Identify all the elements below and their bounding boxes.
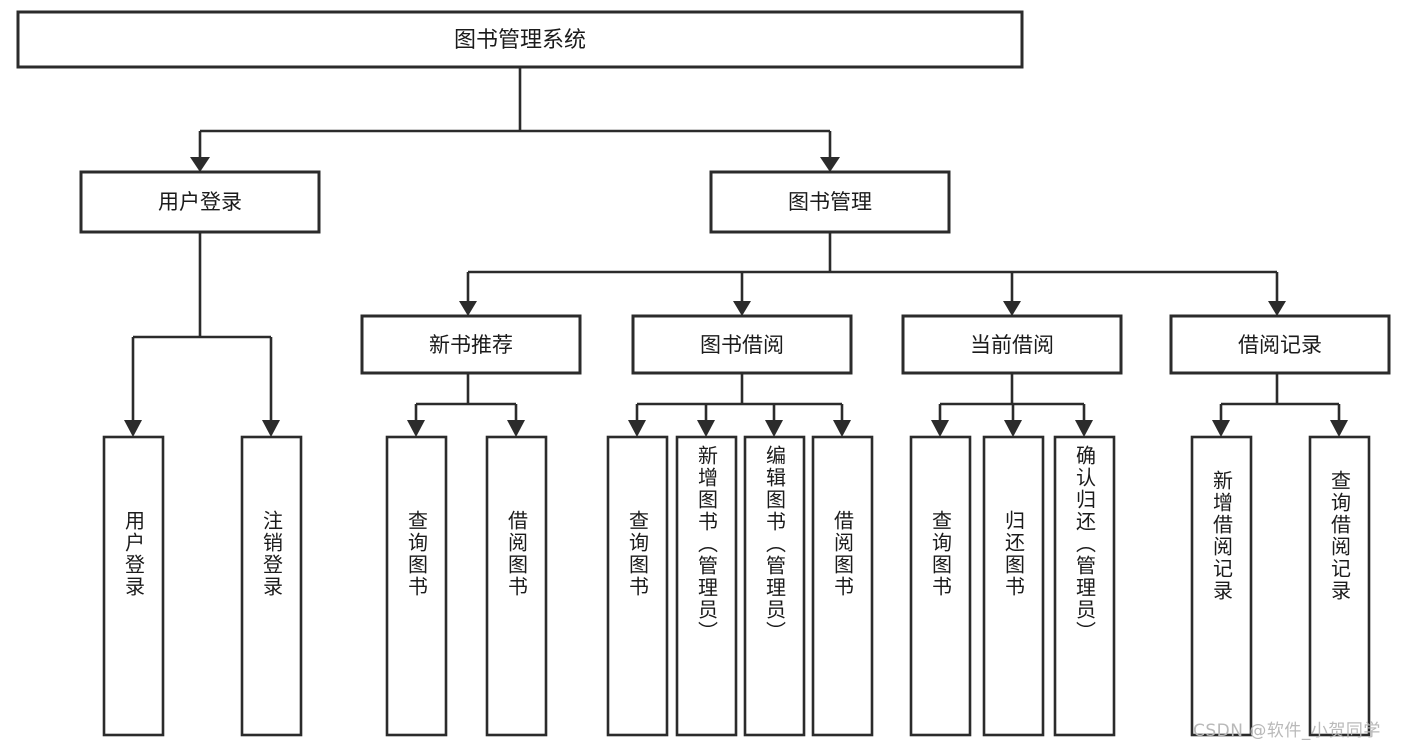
- node-leaf-borrow-book-1-box[interactable]: [485, 435, 548, 737]
- arrow-head-leaf-query-book-3: [931, 420, 949, 437]
- csdn-watermark: CSDN @软件_小贺同学: [1193, 721, 1381, 741]
- node-leaf-confirm-return-box[interactable]: [1053, 435, 1116, 737]
- node-current-borrow-label: 当前借阅: [970, 333, 1054, 357]
- node-leaf-query-book-1-box[interactable]: [385, 435, 448, 737]
- node-leaf-query-book-3-box[interactable]: [909, 435, 972, 737]
- node-current-borrow[interactable]: 当前借阅: [901, 314, 1123, 375]
- node-user-login-label: 用户登录: [158, 190, 242, 214]
- node-leaf-borrow-book-2-box[interactable]: [811, 435, 874, 737]
- node-borrow-record-box[interactable]: [1169, 314, 1391, 375]
- arrow-head-book-manage: [820, 157, 840, 172]
- arrow-head-current-borrow: [1003, 301, 1021, 316]
- node-root-box[interactable]: [16, 10, 1024, 69]
- arrow-head-leaf-add-book: [697, 420, 715, 437]
- node-root-label: 图书管理系统: [454, 28, 586, 53]
- arrow-head-leaf-return-book: [1004, 420, 1022, 437]
- arrow-head-new-book-recommend: [459, 301, 477, 316]
- node-book-borrow-label: 图书借阅: [700, 333, 784, 357]
- node-leaf-user-login-box[interactable]: [102, 435, 165, 737]
- arrow-head-leaf-user-logout: [262, 420, 280, 437]
- arrow-head-leaf-borrow-book-1: [507, 420, 525, 437]
- edge-group: [124, 67, 1348, 437]
- arrow-head-leaf-borrow-book-2: [833, 420, 851, 437]
- node-user-login[interactable]: 用户登录: [79, 170, 321, 234]
- node-leaf-add-book-box[interactable]: [675, 435, 738, 737]
- node-leaf-return-book-box[interactable]: [982, 435, 1045, 737]
- node-leaf-add-record-box[interactable]: [1190, 435, 1253, 737]
- arrow-head-book-borrow: [733, 301, 751, 316]
- node-borrow-record-label: 借阅记录: [1238, 333, 1322, 357]
- arrow-head-user-login: [190, 157, 210, 172]
- arrow-head-leaf-query-book-1: [407, 420, 425, 437]
- arrow-head-leaf-confirm-return: [1075, 420, 1093, 437]
- node-new-book-recommend-box[interactable]: [360, 314, 582, 375]
- node-new-book-recommend[interactable]: 新书推荐: [360, 314, 582, 375]
- node-book-borrow[interactable]: 图书借阅: [631, 314, 853, 375]
- node-leaf-user-logout-box[interactable]: [240, 435, 303, 737]
- node-user-login-box[interactable]: [79, 170, 321, 234]
- node-leaf-query-record-box[interactable]: [1308, 435, 1371, 737]
- node-leaf-edit-book-box[interactable]: [743, 435, 806, 737]
- arrow-head-leaf-add-record: [1212, 420, 1230, 437]
- node-leaf-query-book-2-box[interactable]: [606, 435, 669, 737]
- node-borrow-record[interactable]: 借阅记录: [1169, 314, 1391, 375]
- arrow-head-leaf-query-book-2: [628, 420, 646, 437]
- node-new-book-recommend-label: 新书推荐: [429, 333, 513, 357]
- node-current-borrow-box[interactable]: [901, 314, 1123, 375]
- node-book-manage-label: 图书管理: [788, 190, 872, 214]
- arrow-head-leaf-edit-book: [765, 420, 783, 437]
- node-root[interactable]: 图书管理系统: [16, 10, 1024, 69]
- leaf-node-group: [102, 435, 1371, 737]
- node-book-manage[interactable]: 图书管理: [709, 170, 951, 234]
- arrow-head-leaf-query-record: [1330, 420, 1348, 437]
- node-book-manage-box[interactable]: [709, 170, 951, 234]
- arrow-head-borrow-record: [1268, 301, 1286, 316]
- arrow-head-leaf-user-login: [124, 420, 142, 437]
- node-book-borrow-box[interactable]: [631, 314, 853, 375]
